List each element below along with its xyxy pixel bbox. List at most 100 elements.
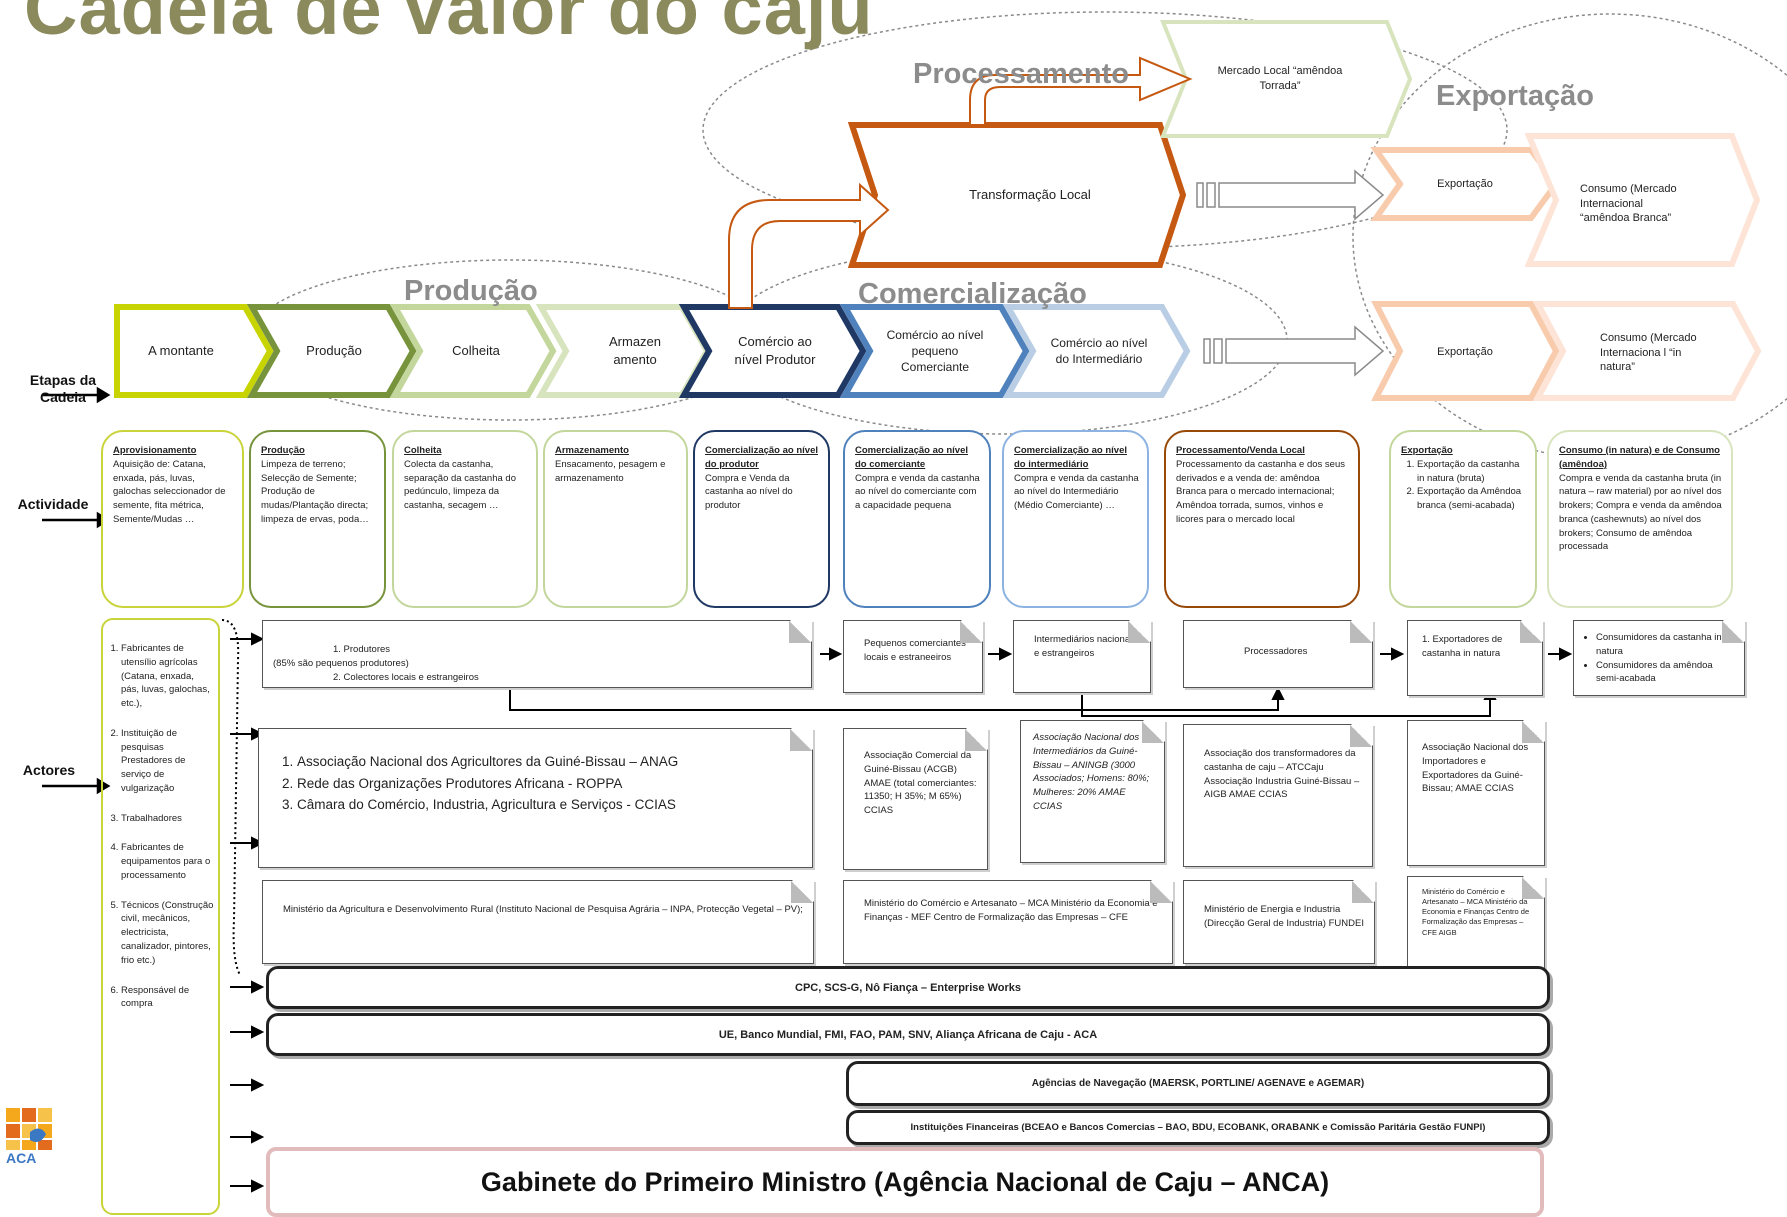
note-minagri: Ministério da Agricultura e Desenvolvime… <box>262 880 814 964</box>
list-item: Técnicos (Construção civil, mecânicos, e… <box>121 899 214 968</box>
bar-financeiras: Instituições Financeiras (BCEAO e Bancos… <box>846 1110 1550 1145</box>
acgb-text: Associação Comercial da Guiné-Bissau (AC… <box>864 750 977 817</box>
aca-logo <box>6 1108 52 1150</box>
exportacao-list: Exportação da castanha in natura (bruta)… <box>1401 458 1527 513</box>
activity-title: Exportação <box>1401 445 1453 456</box>
list-item: Responsável de compra <box>121 984 214 1012</box>
label-consumo-bottom: Consumo (Mercado Internaciona l “in natu… <box>1600 331 1697 374</box>
pequenos-text: Pequenos comerciantes locais e estraneei… <box>864 638 966 663</box>
stage-com-comerciante: Comércio ao nível pequeno Comerciante <box>886 327 984 375</box>
activity-body: Processamento da castanha e dos seus der… <box>1176 458 1345 525</box>
intermediarios-text: Intermediários nacionais e estrangeiros <box>1034 634 1137 659</box>
activity-producao: Produção Limpeza de terreno; Selecção de… <box>249 430 386 608</box>
chevron-colheita <box>389 304 557 398</box>
chevron-transformacao <box>847 122 1187 268</box>
note-atccaju: Associação dos transformadores da castan… <box>1183 724 1373 867</box>
activity-com-intermediario: Comercialização ao nível do intermediári… <box>1002 430 1149 608</box>
activity-body: Aquisição de: Catana, enxada, pás, luvas… <box>113 458 226 525</box>
activity-processamento: Processamento/Venda Local Processamento … <box>1164 430 1360 608</box>
activity-colheita: Colheita Colecta da castanha, separação … <box>392 430 538 608</box>
activity-body: Compra e venda da castanha ao nível do c… <box>855 472 980 512</box>
chevron-com-intermediario <box>1002 304 1191 398</box>
side-arrows <box>42 386 111 795</box>
list-item: Trabalhadores <box>121 812 214 826</box>
note-produtores: 1. Produtores (85% são pequenos produtor… <box>262 620 812 688</box>
gray-arrow-upper <box>1196 169 1385 221</box>
activity-body: Compra e venda da castanha bruta (in nat… <box>1559 472 1722 553</box>
chevron-exportacao-top <box>1370 147 1560 221</box>
phase-processamento: Processamento <box>913 58 1129 90</box>
activity-title: Colheita <box>404 445 442 456</box>
chevron-producao <box>246 304 417 398</box>
orange-arrow-market <box>969 56 1193 126</box>
produtores-2: 2. Colectores locais e estrangeiros <box>333 671 479 683</box>
exportadores-assoc-text: Associação Nacional dos Importadores e E… <box>1422 742 1529 795</box>
phase-producao: Produção <box>404 275 538 307</box>
activity-body: Limpeza de terreno; Selecção de Semente;… <box>261 458 369 525</box>
atccaju-text: Associação dos transformadores da castan… <box>1204 748 1360 801</box>
list-item: Fabricantes de utensílio agrícolas (Cata… <box>121 642 214 711</box>
chevron-com-comerciante <box>839 304 1030 398</box>
activity-title: Produção <box>261 445 305 456</box>
minexport-text: Ministério do Comércio e Artesanato – MC… <box>1422 887 1530 937</box>
note-aningb: Associação Nacional dos Intermediários d… <box>1020 720 1165 863</box>
note-minexport: Ministério do Comércio e Artesanato – MC… <box>1407 876 1545 970</box>
phase-comercializacao: Comercialização <box>858 278 1087 310</box>
stage-colheita: Colheita <box>452 343 500 359</box>
label-mercado-local: Mercado Local “amêndoa Torrada” <box>1217 65 1343 92</box>
activity-body: Colecta da castanha, separação da castan… <box>404 458 516 512</box>
bar-ue: UE, Banco Mundial, FMI, FAO, PAM, SNV, A… <box>266 1013 1550 1056</box>
produtores-note: (85% são pequenos produtores) <box>273 657 409 669</box>
note-processadores: Processadores <box>1183 620 1373 688</box>
stage-armazenamento: Armazen amento <box>608 334 662 367</box>
actors-left-list: Fabricantes de utensílio agrícolas (Cata… <box>107 642 214 1011</box>
list-item: Instituição de pesquisas Prestadores de … <box>121 727 214 796</box>
bar-cpc: CPC, SCS-G, Nô Fiança – Enterprise Works <box>266 966 1550 1009</box>
bar-gabinete: Gabinete do Primeiro Ministro (Agência N… <box>266 1147 1544 1217</box>
activity-title: Comercialização ao nível do comerciante <box>855 445 968 470</box>
note-acgb: Associação Comercial da Guiné-Bissau (AC… <box>843 728 988 870</box>
stage-com-produtor: Comércio ao nível Produtor <box>734 334 816 367</box>
mincom-text: Ministério do Comércio e Artesanato – MC… <box>864 898 1158 923</box>
note-exportadores: 1. Exportadores de castanha in natura <box>1407 620 1543 696</box>
chevron-amontante <box>114 304 274 398</box>
list-item: Exportação da castanha in natura (bruta) <box>1417 458 1527 486</box>
activity-body: Ensacamento, pesagem e armazenamento <box>555 458 666 484</box>
activity-aprovisionamento: Aprovisionamento Aquisição de: Catana, e… <box>101 430 244 608</box>
row1-arrows <box>509 647 1573 717</box>
stage-com-intermediario: Comércio ao nível do Intermediário <box>1050 335 1148 366</box>
logo-text: ACA <box>6 1150 37 1166</box>
exportadores-text: 1. Exportadores de castanha in natura <box>1422 634 1503 659</box>
note-exportadores-assoc: Associação Nacional dos Importadores e E… <box>1407 720 1545 866</box>
list-item: Exportação da Amêndoa branca (semi-acaba… <box>1417 485 1527 513</box>
note-intermediarios: Intermediários nacionais e estrangeiros <box>1013 620 1151 693</box>
label-etapas: Etapas da Cadeia <box>29 372 97 405</box>
label-exportacao-top: Exportação <box>1437 177 1493 190</box>
chevron-exportacao-bottom <box>1371 301 1560 401</box>
minagri-text: Ministério da Agricultura e Desenvolvime… <box>283 904 803 915</box>
activity-com-comerciante: Comercialização ao nível do comerciante … <box>843 430 991 608</box>
anag-list: Associação Nacional dos Agricultores da … <box>273 751 802 816</box>
label-exportacao-bottom: Exportação <box>1437 345 1493 358</box>
note-consumidores: Consumidores da castanha in natura Consu… <box>1573 620 1745 696</box>
list-item: Fabricantes de equipamentos para o proce… <box>121 841 214 882</box>
stage-producao: Produção <box>306 343 362 359</box>
list-item: Associação Nacional dos Agricultores da … <box>297 751 802 773</box>
activity-title: Consumo (in natura) e de Consumo (amêndo… <box>1559 445 1720 470</box>
list-item: Consumidores da castanha in natura <box>1596 631 1736 659</box>
page-title: Cadeia de valor do caju <box>24 0 874 50</box>
activity-exportacao: Exportação Exportação da castanha in nat… <box>1389 430 1537 608</box>
activity-body: Compra e venda da castanha ao nível do I… <box>1014 472 1139 512</box>
note-minenergia: Ministério de Energia e Industria (Direc… <box>1183 880 1375 964</box>
note-mincom: Ministério do Comércio e Artesanato – MC… <box>843 880 1173 964</box>
label-transformacao: Transformação Local <box>969 187 1091 203</box>
activity-body: Compra e Venda da castanha ao nível do p… <box>705 472 793 512</box>
activity-armazenamento: Armazenamento Ensacamento, pesagem e arm… <box>543 430 688 608</box>
activity-title: Armazenamento <box>555 445 629 456</box>
activity-title: Comercialização ao nível do produtor <box>705 445 818 470</box>
dotted-bracket <box>221 619 241 976</box>
note-anag: Associação Nacional dos Agricultores da … <box>258 728 813 868</box>
note-pequenos: Pequenos comerciantes locais e estraneei… <box>843 620 983 693</box>
chevron-com-produtor <box>678 304 867 398</box>
